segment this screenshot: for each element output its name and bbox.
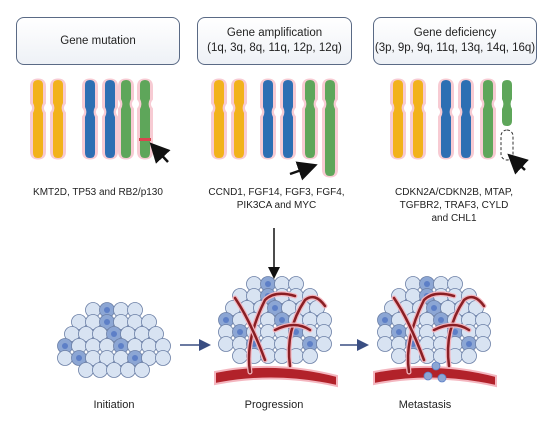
mutation-mark <box>139 138 151 141</box>
amplification-pointer-arrow <box>289 161 318 181</box>
cell-nucleus <box>466 341 472 347</box>
circulating-cell <box>431 361 441 371</box>
missing-segment-outline <box>500 129 514 161</box>
chromosome <box>458 78 474 160</box>
mutation-genes-label: KMT2D, TP53 and RB2/p130 <box>18 186 178 199</box>
vessel-branch <box>406 292 456 374</box>
deficiency-pointer-arrow <box>507 153 529 175</box>
chromosome <box>480 78 496 160</box>
cell-nucleus <box>307 341 313 347</box>
cell <box>316 336 332 352</box>
tumor-progression <box>214 276 338 388</box>
cell <box>120 362 136 378</box>
deficiency-genes-label: CDKN2A/CDKN2B, MTAP, TGFBR2, TRAF3, CYLD… <box>370 186 538 225</box>
cell-nucleus <box>293 329 299 335</box>
cell-nucleus <box>438 317 444 323</box>
blood-vessel <box>373 365 497 388</box>
cell <box>218 336 234 352</box>
vessel-branch <box>233 296 267 362</box>
cell <box>57 350 73 366</box>
gene-deficiency-box: Gene deficiency (3p, 9p, 9q, 11q, 13q, 1… <box>373 17 537 65</box>
vessel-branch <box>247 292 297 374</box>
gene-mutation-box: Gene mutation <box>16 17 180 65</box>
vessel-branch <box>287 295 327 368</box>
chromosome <box>137 78 153 160</box>
chromosome <box>50 78 66 160</box>
cell <box>302 348 318 364</box>
cell <box>78 362 94 378</box>
gene-amplification-box: Gene amplification (1q, 3q, 8q, 11q, 12p… <box>197 17 352 65</box>
cell-nucleus <box>118 343 124 349</box>
circulating-cell <box>437 373 447 383</box>
cell <box>148 326 164 342</box>
circulating-cell <box>423 371 433 381</box>
stage-initiation: Initiation <box>93 399 135 411</box>
cell <box>232 348 248 364</box>
chromosome <box>102 78 118 160</box>
cell <box>475 336 491 352</box>
amplification-genes-label: CCND1, FGF14, FGF3, FGF4, PIK3CA and MYC <box>194 186 359 212</box>
cell-nucleus <box>104 319 110 325</box>
cell-nucleus <box>132 355 138 361</box>
vessel-branch <box>446 295 486 368</box>
chromosome <box>118 78 134 160</box>
cell-nucleus <box>382 317 388 323</box>
tumor-metastasis <box>373 276 497 388</box>
gene-amplification-title: Gene amplification <box>226 27 323 39</box>
cell-nucleus <box>396 329 402 335</box>
chromosome <box>260 78 276 160</box>
cell-nucleus <box>279 317 285 323</box>
mutation-genes-line-1: KMT2D, TP53 and RB2/p130 <box>33 187 163 198</box>
cell-nucleus <box>62 343 68 349</box>
cell-nucleus <box>452 329 458 335</box>
stage-progression: Progression <box>244 399 304 411</box>
cell-nucleus <box>265 281 271 287</box>
cell <box>391 348 407 364</box>
cell <box>106 362 122 378</box>
chromosome <box>410 78 426 160</box>
chromosome <box>231 78 247 160</box>
cell-nucleus <box>223 317 229 323</box>
deficiency-genes-line-3: and CHL1 <box>431 213 477 224</box>
tumor-initiation <box>57 302 171 378</box>
deficiency-genes-line-1: CDKN2A/CDKN2B, MTAP, <box>395 187 513 198</box>
chromosome <box>438 78 454 160</box>
cell-nucleus <box>104 307 110 313</box>
cell-nucleus <box>76 355 82 361</box>
cell <box>377 336 393 352</box>
cell-nucleus <box>272 305 278 311</box>
cell <box>141 314 157 330</box>
gene-amplification-subtitle: (1q, 3q, 8q, 11q, 12p, 12q) <box>207 42 342 54</box>
cell <box>461 348 477 364</box>
chromosome <box>302 78 318 160</box>
deficiency-genes-line-2: TGFBR2, TRAF3, CYLD <box>399 200 509 211</box>
cell <box>92 362 108 378</box>
cell <box>134 362 150 378</box>
chromosome <box>280 78 296 160</box>
mutation-pointer-arrow <box>149 142 171 164</box>
gene-mutation-title: Gene mutation <box>60 34 136 47</box>
chromosome <box>390 78 406 160</box>
amplification-genes-line-1: CCND1, FGF14, FGF3, FGF4, <box>208 187 345 198</box>
gene-deficiency-subtitle: (3p, 9p, 9q, 11q, 13q, 14q, 16q) <box>374 42 536 54</box>
cell <box>155 350 171 366</box>
cell-nucleus <box>111 331 117 337</box>
cell-nucleus <box>431 305 437 311</box>
chromosome <box>30 78 46 160</box>
gene-deficiency-title: Gene deficiency <box>413 27 497 39</box>
vessel-branch <box>432 323 471 332</box>
chromosome <box>82 78 98 160</box>
stage-metastasis: Metastasis <box>398 399 452 411</box>
chromosome <box>211 78 227 160</box>
cell-nucleus <box>424 281 430 287</box>
chromosome <box>322 78 338 178</box>
blood-vessel <box>214 365 338 388</box>
vessel-branch <box>273 323 312 332</box>
chromosome-deficient <box>500 80 514 161</box>
vessel-branch <box>392 296 426 362</box>
cell-nucleus <box>237 329 243 335</box>
amplification-genes-line-2: PIK3CA and MYC <box>236 200 317 211</box>
